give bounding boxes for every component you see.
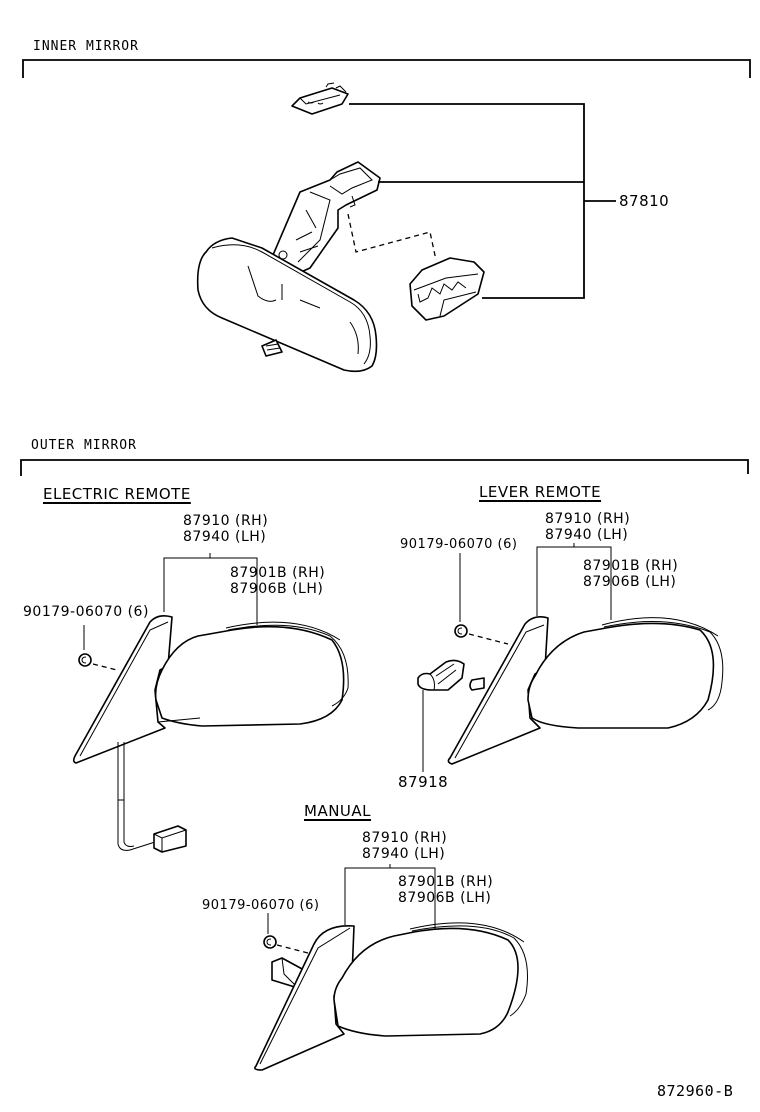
inner-mirror-frame — [22, 59, 751, 78]
lever-remote-heading: LEVER REMOTE — [479, 483, 602, 501]
inner-dashed-relation — [347, 213, 437, 261]
inner-mirror-stay-illustration — [269, 161, 381, 277]
part-number-87901b-rh[interactable]: 87901B (RH) — [583, 558, 679, 574]
part-number-87906b-lh[interactable]: 87906B (LH) — [230, 581, 324, 597]
part-number-87940-lh[interactable]: 87940 (LH) — [362, 846, 446, 862]
part-number-87910-rh[interactable]: 87910 (RH) — [545, 511, 631, 527]
inner-mirror-cover-illustration — [409, 257, 485, 321]
manual-heading: MANUAL — [304, 802, 372, 820]
part-number-87940-lh[interactable]: 87940 (LH) — [183, 529, 267, 545]
lever-mirror-assy-label: 87910 (RH) 87940 (LH) — [545, 511, 630, 543]
electric-nut-part-number[interactable]: 90179-06070 (6) — [23, 604, 149, 620]
manual-mirror-assy-label: 87910 (RH) 87940 (LH) — [362, 830, 447, 862]
part-number-87918[interactable]: 87918 — [398, 773, 449, 791]
part-number-87910-rh[interactable]: 87910 (RH) — [183, 513, 269, 529]
part-number-87910-rh[interactable]: 87910 (RH) — [362, 830, 448, 846]
electric-remote-heading: ELECTRIC REMOTE — [43, 485, 191, 503]
part-number-87810[interactable]: 87810 — [619, 192, 670, 210]
lever-nut-part-number[interactable]: 90179-06070 (6) — [400, 537, 518, 552]
part-number-87906b-lh[interactable]: 87906B (LH) — [583, 574, 677, 590]
outer-mirror-frame — [20, 459, 749, 476]
inner-mirror-leader-lines — [349, 103, 616, 299]
electric-remote-mirror-illustration — [72, 553, 349, 853]
manual-nut-part-number[interactable]: 90179-06070 (6) — [202, 898, 320, 913]
electric-mirror-assy-label: 87910 (RH) 87940 (LH) — [183, 513, 268, 545]
lever-remote-mirror-illustration — [417, 543, 724, 772]
part-number-87940-lh[interactable]: 87940 (LH) — [545, 527, 629, 543]
figure-id: 872960-B — [657, 1082, 734, 1100]
part-number-87906b-lh[interactable]: 87906B (LH) — [398, 890, 492, 906]
manual-outer-cover-label: 87901B (RH) 87906B (LH) — [398, 874, 493, 906]
manual-mirror-illustration — [254, 864, 528, 1071]
inner-mirror-plate-illustration — [291, 82, 349, 115]
part-number-87901b-rh[interactable]: 87901B (RH) — [230, 565, 326, 581]
lever-outer-cover-label: 87901B (RH) 87906B (LH) — [583, 558, 678, 590]
electric-outer-cover-label: 87901B (RH) 87906B (LH) — [230, 565, 325, 597]
outer-mirror-section-title: OUTER MIRROR — [31, 438, 137, 453]
inner-mirror-section-title: INNER MIRROR — [33, 39, 139, 54]
inner-mirror-body-illustration — [196, 237, 378, 373]
part-number-87901b-rh[interactable]: 87901B (RH) — [398, 874, 494, 890]
